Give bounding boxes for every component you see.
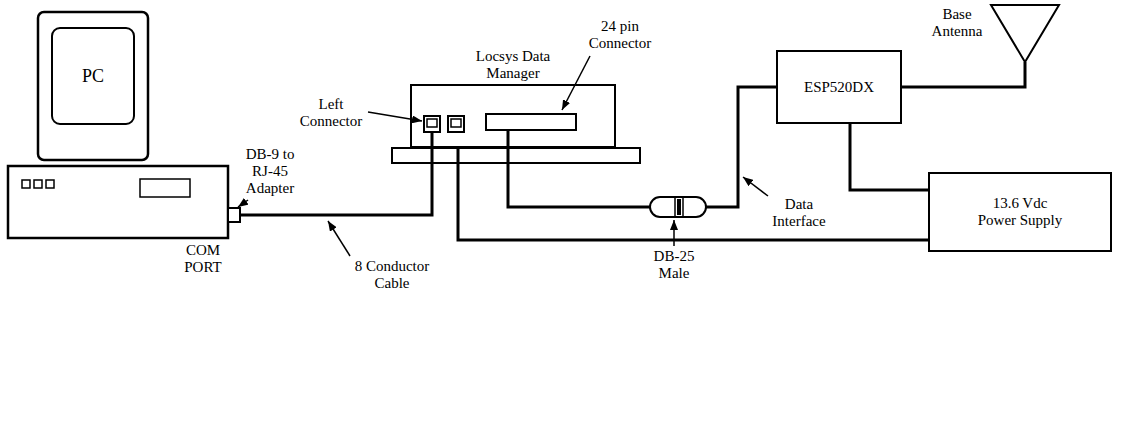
- case-button: [46, 180, 54, 188]
- cable-stub: [507, 130, 510, 148]
- db25-connector: [650, 197, 706, 217]
- node-label: PC: [82, 66, 104, 86]
- callout-label: DB-25 Male: [646, 248, 702, 282]
- computer: PC: [8, 10, 240, 242]
- mounting-plate: [392, 148, 640, 163]
- leader-line: [743, 177, 768, 196]
- antenna: Base Antenna: [990, 4, 1060, 62]
- leader-line: [562, 56, 590, 110]
- connector-joint: [674, 197, 676, 217]
- callout-label: DB-9 to RJ-45 Adapter: [238, 146, 302, 197]
- callout-label: 24 pin Connector: [580, 18, 660, 52]
- adapter-plug: [228, 208, 240, 222]
- computer-case: [8, 166, 228, 238]
- callout-label: COM PORT: [178, 242, 228, 276]
- callout-label: Data Interface: [766, 196, 832, 230]
- leader-line: [238, 200, 248, 207]
- callout-label: Left Connector: [296, 96, 366, 130]
- node-label: ESP520DX: [804, 79, 874, 96]
- antenna-symbol: [990, 4, 1060, 62]
- monitor-screen: [52, 28, 134, 124]
- case-button: [34, 180, 42, 188]
- drive-slot: [140, 179, 190, 197]
- monitor-housing: [38, 12, 148, 160]
- power-supply-box: 13.6 Vdc Power Supply: [928, 172, 1112, 252]
- cable: [850, 124, 928, 190]
- data-manager-housing: Locsys Data Manager: [410, 84, 616, 148]
- cable-stub: [431, 132, 434, 148]
- radio-box: ESP520DX: [776, 50, 902, 124]
- connector-joint: [677, 199, 681, 215]
- port-opening: [451, 119, 461, 127]
- node-label: Locsys Data Manager: [465, 48, 561, 82]
- connector-joint: [682, 197, 684, 217]
- rj45-port: [424, 116, 440, 132]
- pin-connector: [486, 114, 576, 130]
- cable: [458, 148, 928, 240]
- leader-line: [328, 221, 350, 256]
- rj45-port: [448, 116, 464, 132]
- port-opening: [427, 119, 437, 127]
- leader-line: [673, 220, 675, 246]
- node-label: 13.6 Vdc Power Supply: [974, 195, 1066, 229]
- callout-label: 8 Conductor Cable: [344, 258, 440, 292]
- case-button: [22, 180, 30, 188]
- node-label: Base Antenna: [928, 6, 986, 40]
- leader-line: [368, 112, 422, 121]
- antenna-outline: [991, 5, 1059, 62]
- cable: [902, 62, 1025, 87]
